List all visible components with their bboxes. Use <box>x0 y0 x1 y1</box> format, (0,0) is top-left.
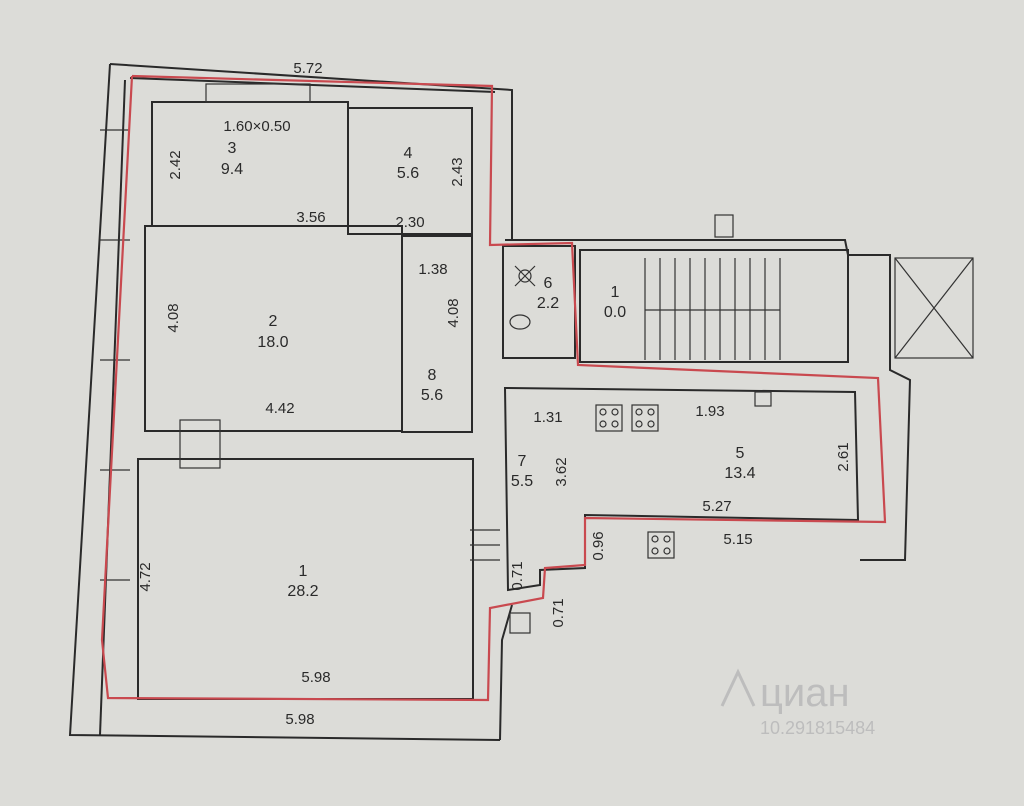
dim-r2-height: 4.08 <box>165 303 182 332</box>
room-8-area: 5.6 <box>421 387 443 404</box>
room-6-number: 6 <box>544 275 553 292</box>
cian-logo-icon <box>720 668 756 707</box>
room-3-area: 9.4 <box>221 161 243 178</box>
dim-r3-height: 2.42 <box>167 150 184 179</box>
dim-r2-width: 4.42 <box>265 400 294 417</box>
dim-kitchen-width-outer: 5.15 <box>723 531 752 548</box>
room-7-area: 5.5 <box>511 473 533 490</box>
dim-top-outer: 5.72 <box>293 60 322 77</box>
dim-r4-width: 2.30 <box>395 214 424 231</box>
room-6-area: 2.2 <box>537 295 559 312</box>
stair-room-number: 1 <box>611 284 620 301</box>
room-1-area: 28.2 <box>287 583 318 600</box>
dim-r8-height: 4.08 <box>445 298 462 327</box>
dim-step-a: 0.96 <box>590 531 607 560</box>
light-fixture-icon <box>514 265 536 287</box>
room-4-area: 5.6 <box>397 165 419 182</box>
apartment-outline <box>100 74 887 702</box>
dim-r1-width-outer: 5.98 <box>285 711 314 728</box>
dim-r4-height: 2.43 <box>449 157 466 186</box>
room-2-number: 2 <box>269 313 278 330</box>
dim-r7-top: 1.31 <box>533 409 562 426</box>
dim-r1-width-inner: 5.98 <box>301 669 330 686</box>
dim-r8-top: 1.38 <box>418 261 447 278</box>
dim-kitchen-width-inner: 5.27 <box>702 498 731 515</box>
dim-step-c: 0.71 <box>550 598 567 627</box>
toilet-icon <box>509 214 772 634</box>
stove-icon <box>595 404 675 559</box>
dim-kitchen-top: 1.93 <box>695 403 724 420</box>
room-4-number: 4 <box>404 145 413 162</box>
watermark-id: 10.291815484 <box>760 718 875 738</box>
dim-step-b: 0.71 <box>509 561 526 590</box>
dim-r1-height: 4.72 <box>137 562 154 591</box>
room-8-number: 8 <box>428 367 437 384</box>
room-3-number: 3 <box>228 140 237 157</box>
dim-r3-width: 3.56 <box>296 209 325 226</box>
room-5-number: 5 <box>736 445 745 462</box>
dim-kitchen-height: 2.61 <box>835 442 852 471</box>
dim-r7-height: 3.62 <box>553 457 570 486</box>
stair-room-area: 0.0 <box>604 304 626 321</box>
outer-walls <box>68 63 912 741</box>
room-1-number: 1 <box>299 563 308 580</box>
room-5-area: 13.4 <box>724 465 755 482</box>
dim-window-note: 1.60×0.50 <box>223 118 290 135</box>
room-2-area: 18.0 <box>257 334 288 351</box>
watermark-brand: циан <box>760 671 850 715</box>
room-7-number: 7 <box>518 453 527 470</box>
